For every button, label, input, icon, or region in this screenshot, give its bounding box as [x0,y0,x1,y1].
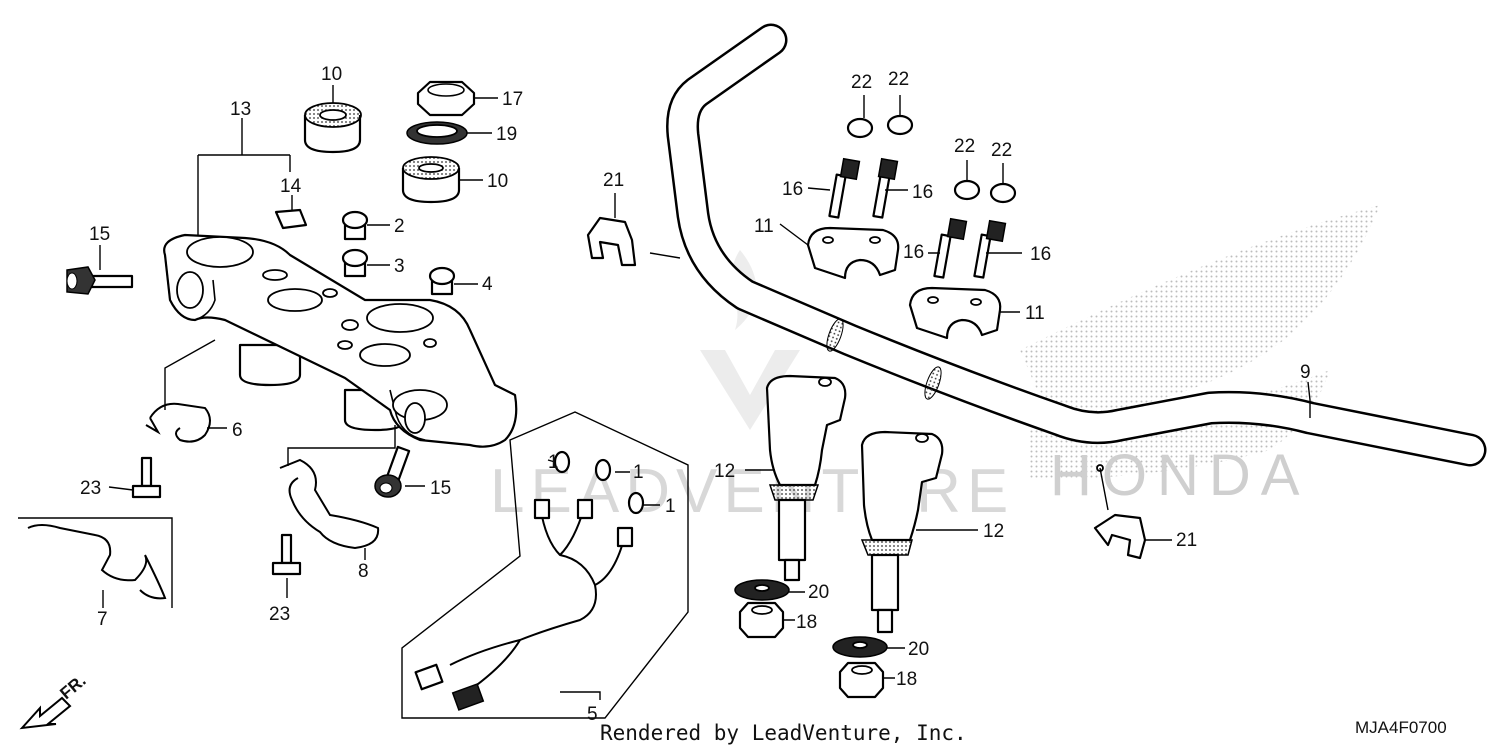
riser-12-left [765,374,847,582]
clip-21-right [1093,513,1147,560]
callout-22-d: 22 [991,140,1012,161]
callout-8: 8 [358,561,369,582]
callout-16-b: 16 [912,182,933,203]
callout-14: 14 [280,176,302,197]
callout-4: 4 [482,274,493,295]
callout-21-a: 21 [603,170,624,191]
callout-2: 2 [394,216,405,237]
callout-10-top: 10 [321,64,342,85]
callout-6: 6 [232,420,243,441]
rendered-by-credit: Rendered by LeadVenture, Inc. [600,721,967,745]
upper-holder-11-a [806,226,900,280]
callout-23-a: 23 [80,478,101,499]
callout-16-d: 16 [1030,244,1051,265]
honda-logo-text: HONDA [1050,443,1309,508]
bolts-16 [828,157,1007,279]
diagram-code: MJA4F0700 [1355,718,1447,737]
washer-20-a [734,579,790,601]
callout-5: 5 [587,704,598,725]
callout-21-b: 21 [1176,530,1197,551]
damper-rubber-10-bottom [401,156,461,204]
callouts: 1 1 1 2 3 4 5 6 7 8 9 10 10 11 11 12 12 … [80,64,1311,725]
callout-16-a: 16 [782,179,803,200]
plug-4 [428,266,456,296]
callout-3: 3 [394,256,405,277]
bolt-15-right [374,445,411,498]
callout-16-c: 16 [903,242,924,263]
plug-3 [341,248,369,278]
plug-2 [341,210,369,241]
callout-7: 7 [97,609,108,630]
callout-23-b: 23 [269,604,290,625]
callout-19: 19 [496,124,517,145]
bulb-1-c [627,491,645,515]
wire-clamp-7 [18,517,173,608]
callout-20-a: 20 [808,582,829,603]
riser-12-right [860,430,944,634]
rubber-plug-14 [274,208,308,230]
wire-clamp-6 [145,402,211,443]
callout-1-b: 1 [633,462,644,483]
callout-9: 9 [1300,362,1311,383]
nut-18-b [838,661,885,699]
washer-20-b [832,636,888,658]
callout-22-b: 22 [888,69,909,90]
callout-10-bottom: 10 [487,171,508,192]
callout-13: 13 [230,99,251,120]
callout-22-c: 22 [954,136,975,157]
callout-18-b: 18 [896,669,917,690]
callout-11-b: 11 [1025,303,1045,324]
clip-21-left [586,216,637,267]
bolt-15-left [66,266,134,295]
steering-top-bridge [163,233,518,448]
bolt-23-right [271,533,302,576]
nut-18-a [738,601,785,639]
bolt-23-left [131,456,162,499]
callout-1-a: 1 [548,452,559,473]
harness-group-5 [401,411,689,719]
damper-rubber-10-top [303,102,362,154]
front-direction-arrow: FR. [19,671,90,730]
washer-19 [406,121,468,145]
honda-wing-watermark: HONDA [1020,205,1380,508]
callout-17: 17 [502,89,523,110]
callout-15-a: 15 [89,224,110,245]
caps-22 [846,114,1017,204]
bulb-1-b [594,458,612,482]
callout-15-b: 15 [430,478,451,499]
wire-clamp-8 [279,458,380,550]
nut-17 [416,80,476,117]
handlebar [666,23,1487,472]
callout-1-c: 1 [665,496,676,517]
callout-12-b: 12 [983,521,1004,542]
leader-lines [99,85,1311,700]
callout-20-b: 20 [908,639,929,660]
callout-12-a: 12 [714,461,735,482]
callout-11-a: 11 [754,216,774,237]
upper-holder-11-b [908,286,1002,340]
callout-22-a: 22 [851,72,872,93]
callout-18-a: 18 [796,612,817,633]
